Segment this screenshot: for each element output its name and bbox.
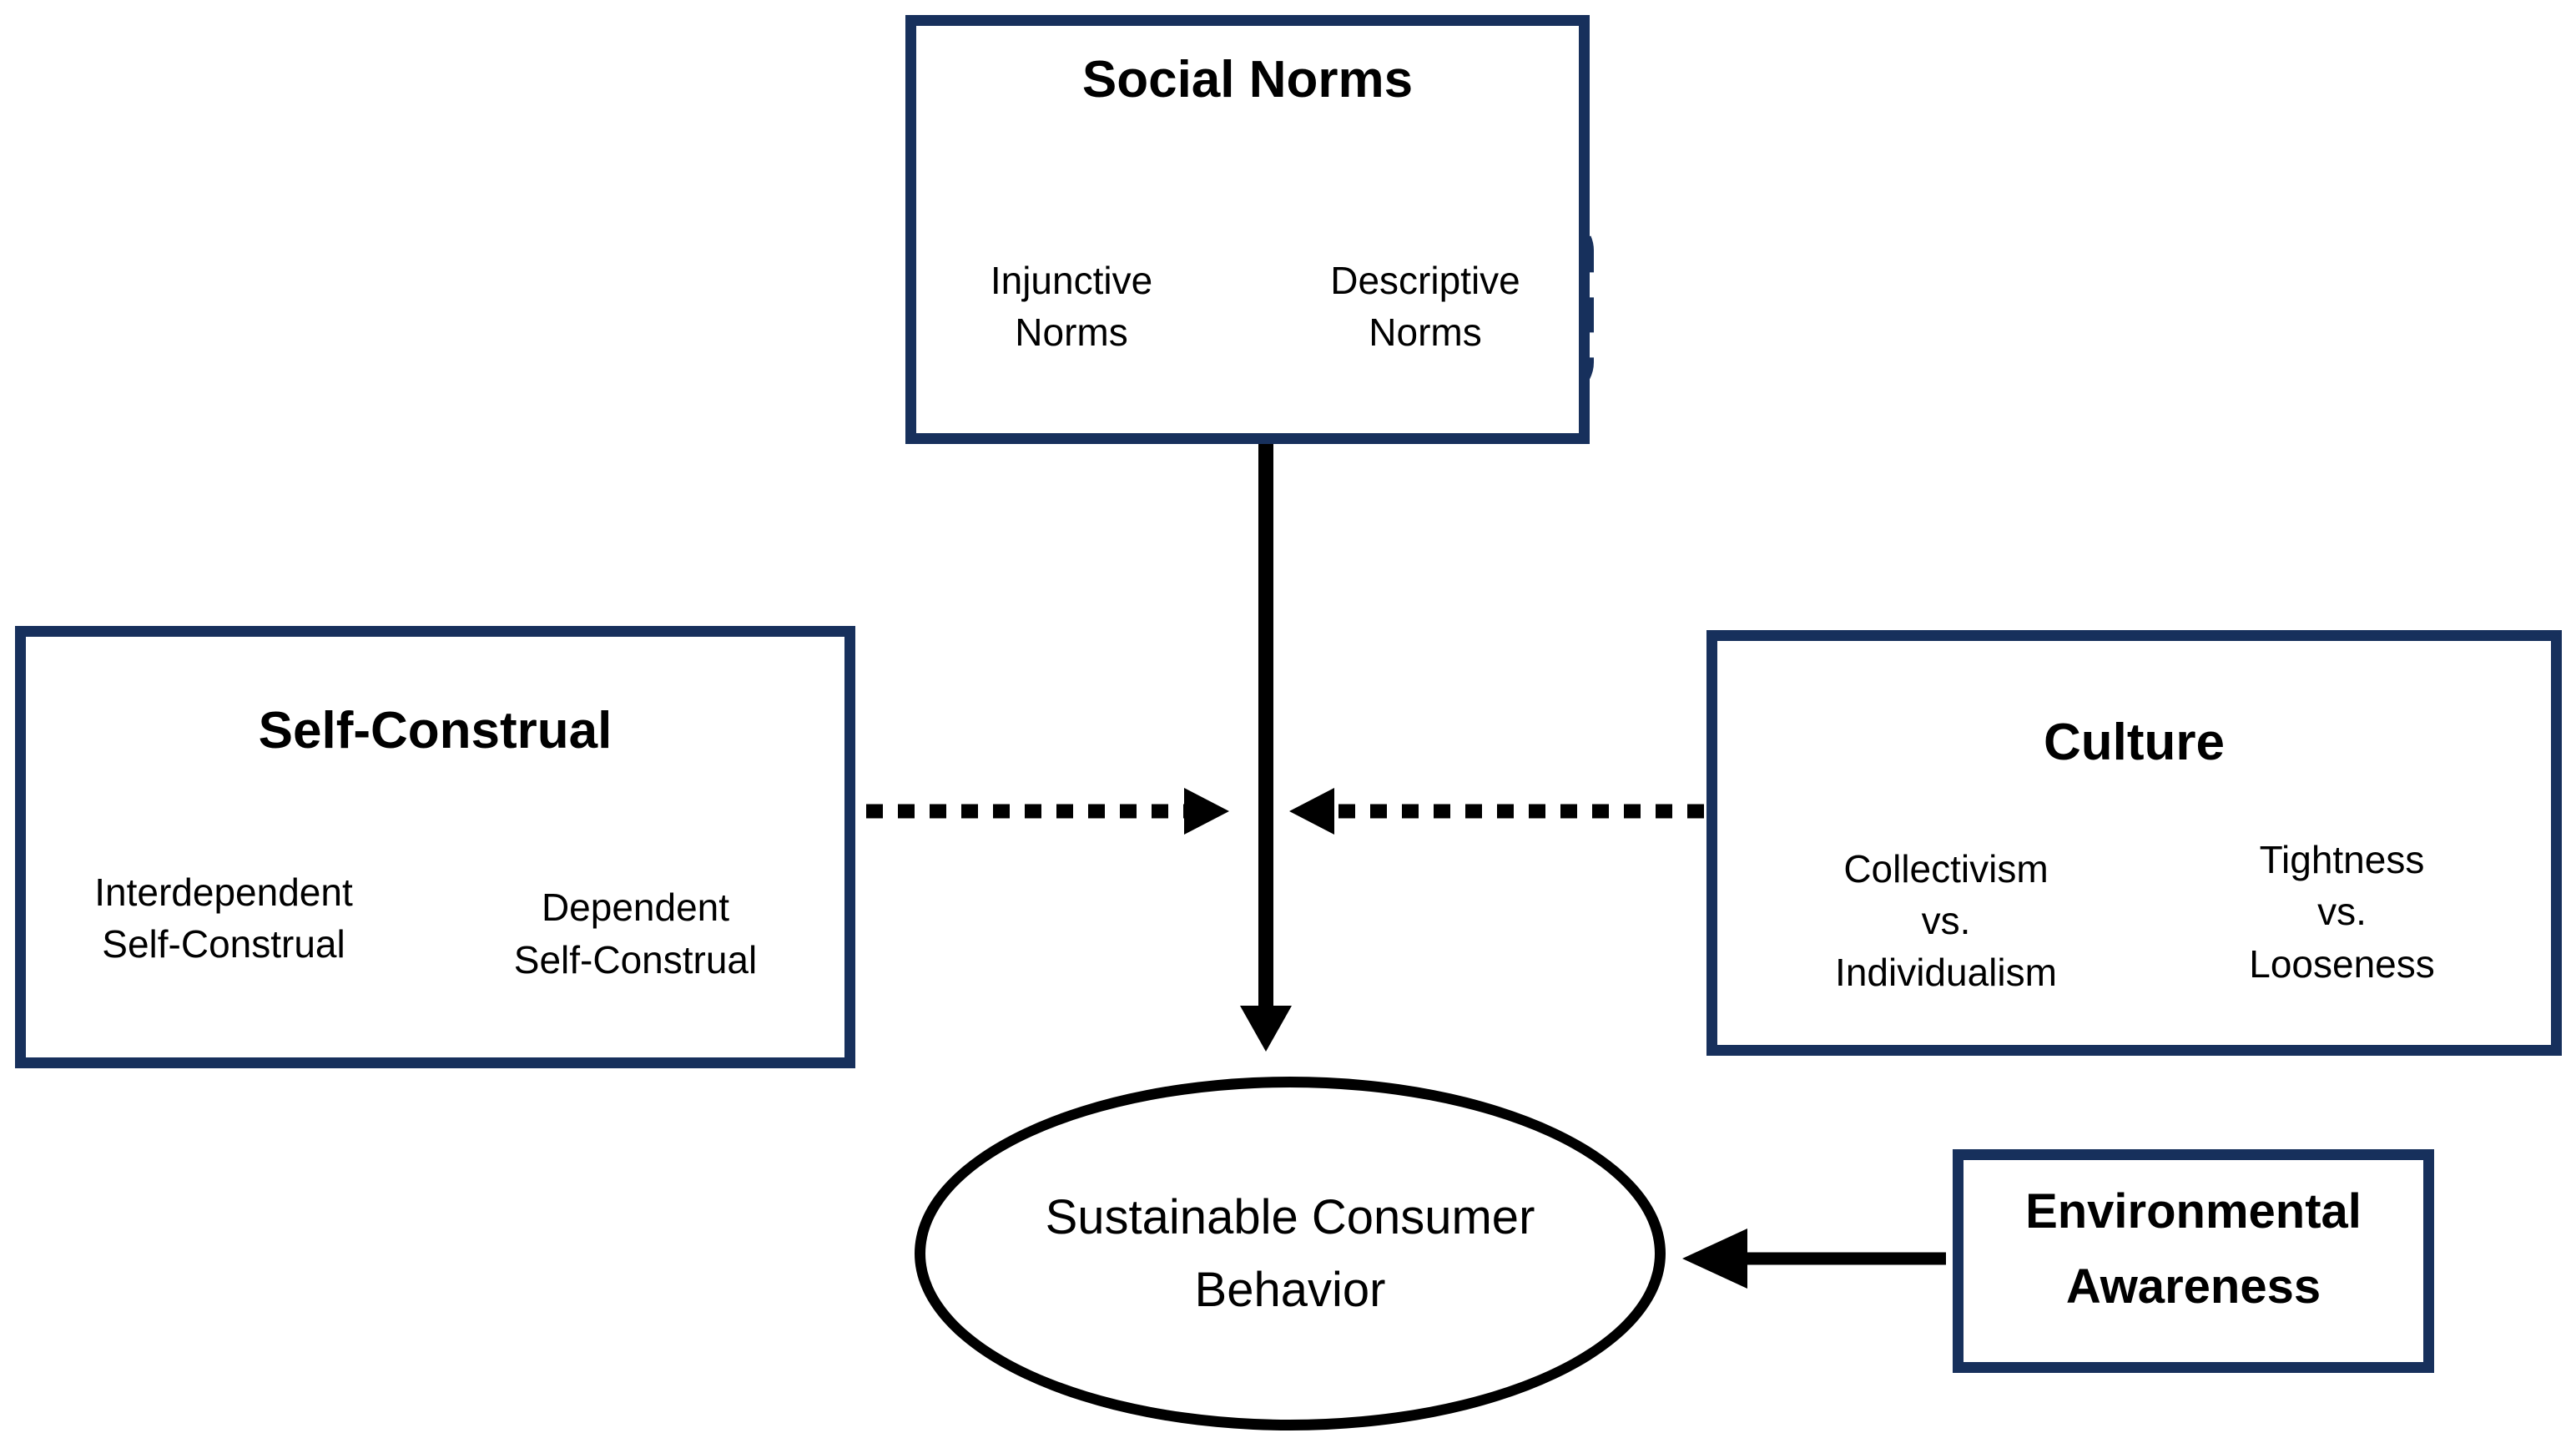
sustainable-consumer-behavior-label: Sustainable Consumer Behavior: [1045, 1190, 1535, 1317]
tightness-looseness-label: Tightness vs. Looseness: [2249, 838, 2435, 986]
culture-box: [1706, 630, 2562, 1056]
culture-title: Culture: [2044, 714, 2225, 771]
interdependent-self-construal-label: Interdependent Self-Construal: [94, 870, 353, 966]
self-construal-moderation-arrow: [866, 788, 1229, 835]
dependent-self-construal-label: Dependent Self-Construal: [513, 886, 758, 981]
social-norms-title: Social Norms: [1081, 51, 1414, 108]
environmental-awareness-label: Environmental Awareness: [2025, 1184, 2362, 1314]
self-construal-box: [15, 626, 855, 1068]
culture-moderation-arrow: [1289, 788, 1704, 835]
sustainable-consumer-behavior-ellipse: Sustainable Consumer Behavior: [915, 1077, 1666, 1430]
social-norms-box: [905, 15, 1590, 444]
environmental-awareness-box: [1953, 1149, 2434, 1373]
collectivism-individualism-label: Collectivism vs. Individualism: [1835, 846, 2057, 995]
self-construal-title: Self-Construal: [258, 702, 612, 759]
descriptive-norms-label: Descriptive Norms: [1330, 258, 1520, 354]
social-norms-to-outcome-arrow: [1240, 444, 1292, 1052]
environmental-awareness-to-outcome-arrow: [1682, 1229, 1946, 1289]
injunctive-norms-label: Injunctive Norms: [990, 258, 1153, 354]
